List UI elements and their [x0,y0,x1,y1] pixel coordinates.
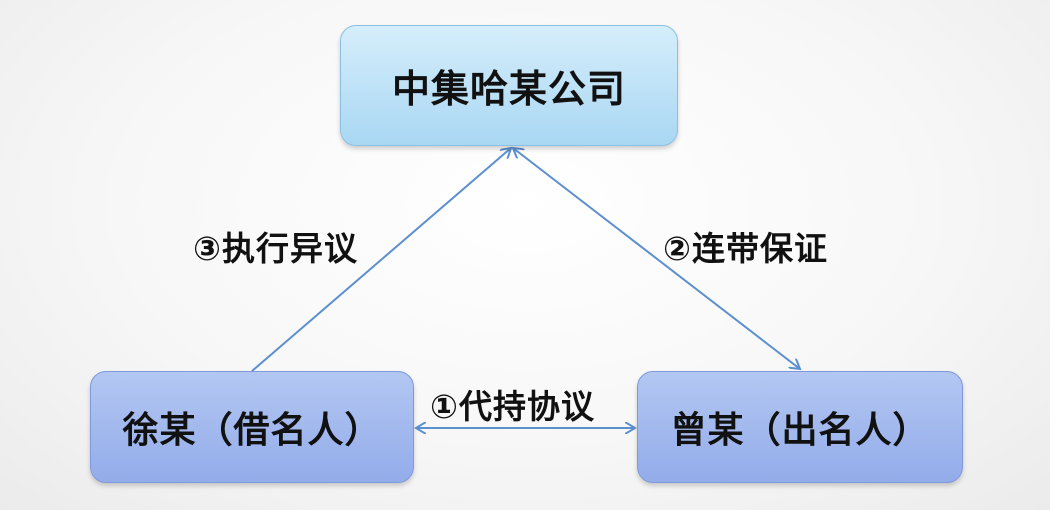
edge-label-holding-agreement: ①代持协议 [430,387,595,426]
node-nominee: 曾某（出名人） [637,371,963,483]
node-borrower-label: 徐某（借名人） [122,410,382,451]
node-company: 中集哈某公司 [340,25,678,146]
node-company-label: 中集哈某公司 [391,67,626,111]
edge-label-joint-guarantee: ②连带保证 [663,229,828,268]
arrow-top-right [513,148,800,369]
node-borrower: 徐某（借名人） [90,371,414,483]
arrow-left-to-top [251,148,511,372]
edge-label-execution-objection: ③执行异议 [193,229,358,268]
node-nominee-label: 曾某（出名人） [670,410,930,451]
